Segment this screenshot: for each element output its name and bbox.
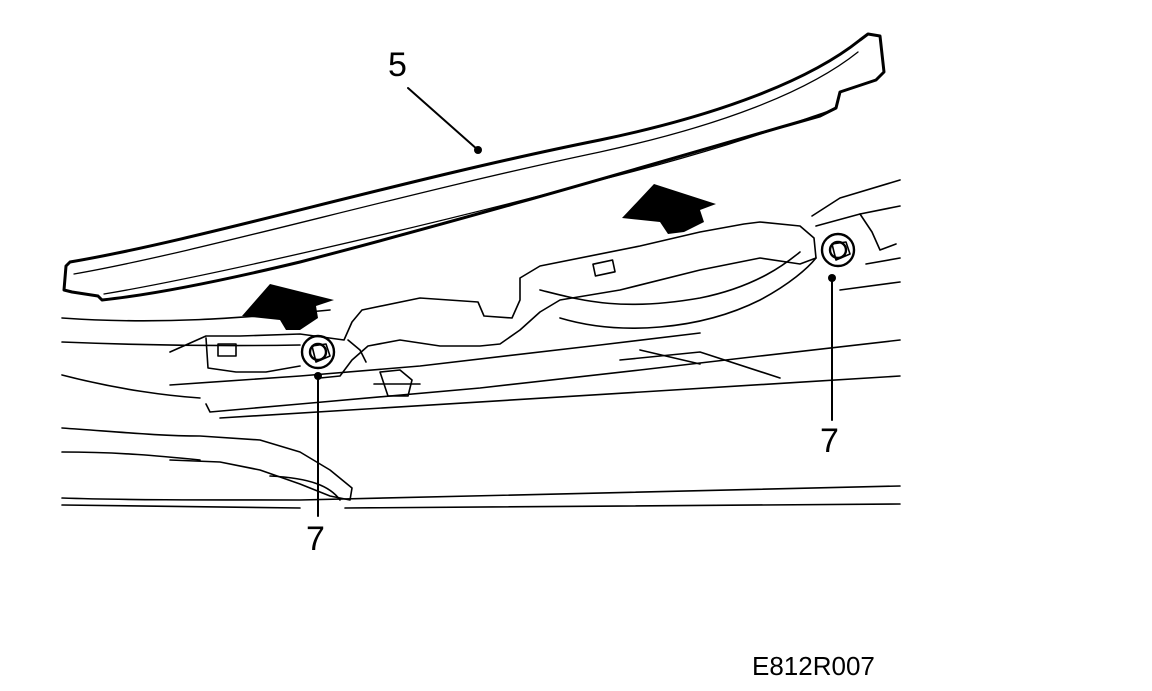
- bolt-icon: [820, 232, 856, 268]
- mounting-bracket: [169, 179, 901, 397]
- callout-label-part-7-left: 7: [306, 520, 325, 558]
- leader-dots: [314, 146, 836, 380]
- leader-lines: [317, 87, 833, 517]
- callout-label-part-7-right: 7: [820, 422, 839, 460]
- trim-panel-part-5: [62, 32, 886, 302]
- callout-label-part-5: 5: [388, 46, 407, 84]
- arrow-up-right-icon: [622, 184, 716, 234]
- bolt-icon: [300, 334, 336, 370]
- figure-code: E812R007: [752, 651, 875, 681]
- arrow-up-right-icon: [242, 284, 334, 330]
- body-structure: [61, 309, 901, 509]
